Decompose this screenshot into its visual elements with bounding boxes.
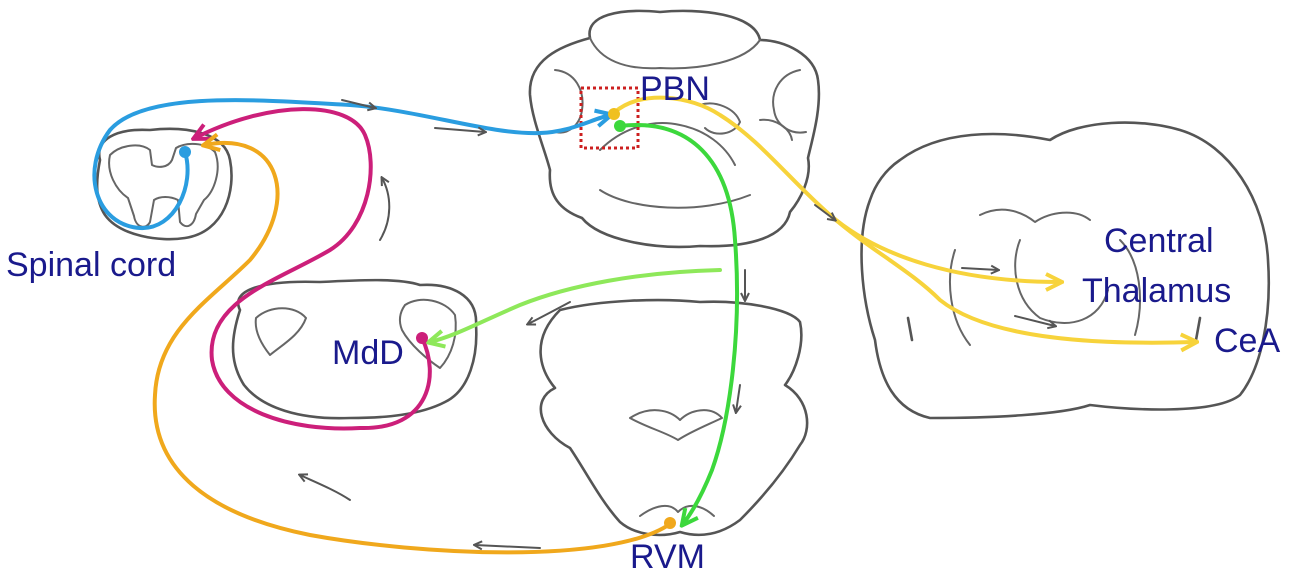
pbn-green-dot xyxy=(614,120,626,132)
direction-arrow xyxy=(961,268,998,270)
pbn-region-box xyxy=(579,86,640,150)
direction-arrow xyxy=(736,384,740,412)
direction-arrow xyxy=(379,178,391,241)
spinal-cord-label: Spinal cord xyxy=(6,246,177,284)
rvm-to-spinal-pathway xyxy=(152,143,672,555)
pbn-to-thalamus-pathway xyxy=(613,95,1060,282)
mdd-label: MdD xyxy=(332,334,404,372)
central-thalamus-label-line1: Central xyxy=(1104,222,1214,260)
mdd-dot xyxy=(416,332,428,344)
pbn-to-mdd-pathway xyxy=(430,268,722,342)
rvm-dot xyxy=(664,517,676,529)
direction-arrow xyxy=(300,475,351,501)
direction-arrow xyxy=(341,99,375,108)
mdd-to-spinal-pathway xyxy=(195,107,432,431)
medulla-rvm-section xyxy=(539,298,809,537)
medulla-mdd-section xyxy=(231,278,478,420)
central-thalamus-label-line2: Thalamus xyxy=(1082,272,1232,310)
spinal-to-pbn-pathway xyxy=(92,98,610,231)
direction-arrow xyxy=(434,128,485,132)
rvm-label: RVM xyxy=(630,538,705,576)
pbn-yellow-dot xyxy=(608,108,620,120)
pbn-to-cea-pathway xyxy=(828,213,1195,343)
forebrain-section xyxy=(860,121,1271,420)
cea-label: CeA xyxy=(1214,322,1281,360)
pbn-label: PBN xyxy=(640,70,710,108)
direction-arrow xyxy=(528,301,571,324)
direction-arrow xyxy=(1014,315,1055,326)
spinal-dot xyxy=(179,146,191,158)
direction-arrows xyxy=(300,99,1055,548)
direction-arrow xyxy=(814,204,835,220)
direction-arrow xyxy=(475,545,541,548)
pbn-to-rvm-pathway xyxy=(618,123,740,524)
spinal-cord-section xyxy=(95,127,233,241)
